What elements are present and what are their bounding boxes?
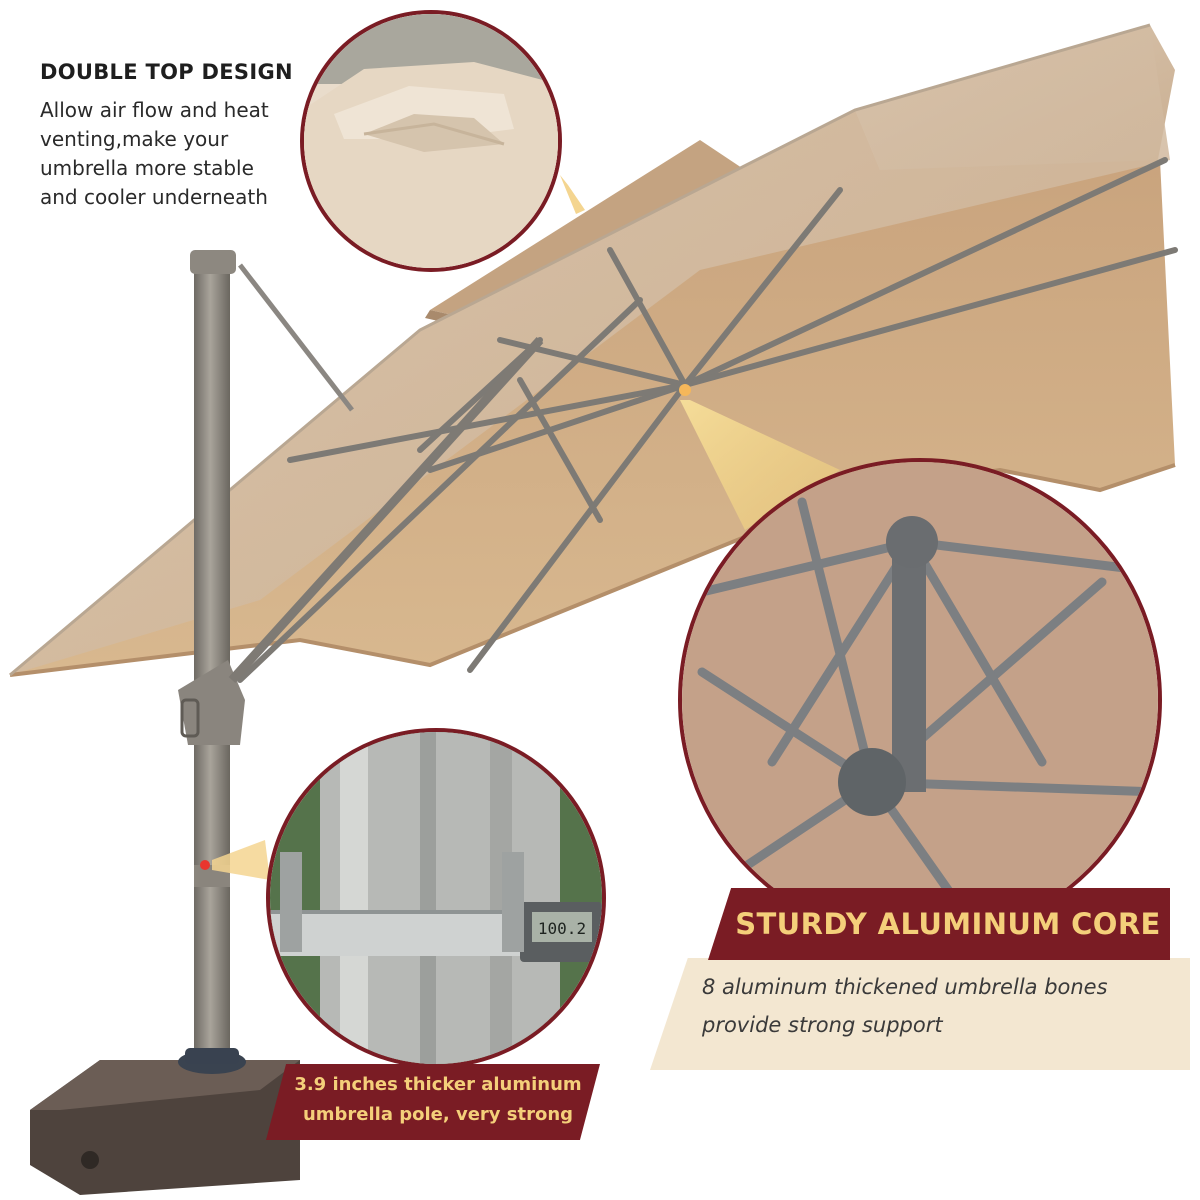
aluminum-core-panel [650,958,1190,1070]
aluminum-core-line: provide strong support [702,1013,943,1037]
aluminum-core-banner [708,888,1170,960]
double-top-line: venting,make your [40,127,229,151]
umbrella-base [30,1048,300,1195]
pole-line: 3.9 inches thicker aluminum [294,1074,582,1095]
umbrella-pole [178,250,544,1075]
double-top-title: DOUBLE TOP DESIGN [40,60,293,84]
pole-line: umbrella pole, very strong [302,1104,574,1125]
caliper-readout: 100.2 [538,919,586,938]
aluminum-core-title: STURDY ALUMINUM CORE [735,907,1161,941]
double-top-line: Allow air flow and heat [40,98,269,122]
pole-banner [266,1064,600,1140]
aluminum-core-photo [678,458,1162,942]
double-top-detail-photo [300,10,562,272]
double-top-line: and cooler underneath [40,185,268,209]
pole-caliper-photo: 100.2 [266,728,606,1068]
double-top-line: umbrella more stable [40,156,254,180]
double-top-description: Allow air flow and heat venting,make you… [40,96,310,212]
pole-description: 3.9 inches thicker aluminum umbrella pol… [278,1070,598,1130]
aluminum-core-description: 8 aluminum thickened umbrella bones prov… [702,968,1182,1044]
aluminum-core-line: 8 aluminum thickened umbrella bones [702,975,1108,999]
umbrella-ribs [237,157,1178,683]
